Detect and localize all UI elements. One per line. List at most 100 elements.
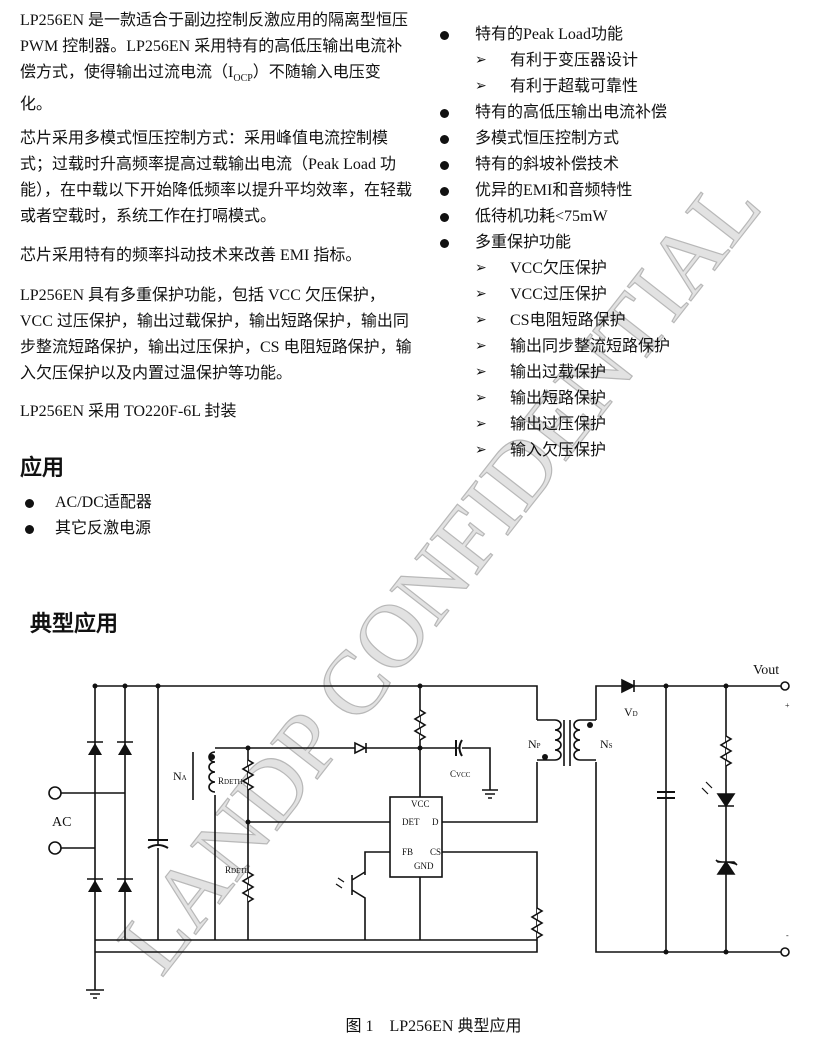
- feature-text: 输出短路保护: [510, 390, 607, 407]
- feature-item: 多模式恒压控制方式: [440, 126, 619, 152]
- feature-item: ➢ 输出同步整流短路保护: [475, 334, 670, 360]
- plus-label: +: [785, 701, 790, 710]
- typical-application-heading: 典型应用: [30, 612, 119, 637]
- arrow-bullet-icon: ➢: [475, 261, 487, 276]
- feature-text: 输出过载保护: [510, 364, 607, 381]
- feature-text: 特有的斜坡补偿技术: [475, 156, 620, 173]
- feature-item: ➢输出过压保护: [475, 412, 606, 438]
- feature-text: 低待机功耗<75mW: [475, 208, 608, 225]
- np-label: NP: [528, 737, 541, 751]
- bullet-icon: [440, 213, 449, 222]
- arrow-bullet-icon: ➢: [475, 391, 487, 406]
- feature-item: ➢VCC欠压保护: [475, 256, 607, 282]
- application-item: 其它反激电源: [25, 516, 151, 542]
- feature-text: 特有的高低压输出电流补偿: [475, 104, 668, 121]
- ac-terminal: [48, 841, 62, 855]
- text: ）不随输入电压变化。: [20, 64, 381, 114]
- minus-label: -: [786, 931, 789, 940]
- subscript: OCP: [233, 73, 253, 85]
- output-diode: [621, 678, 636, 694]
- feature-item: 优异的EMI和音频特性: [440, 178, 632, 204]
- opto-transistor: [351, 871, 366, 940]
- na-label: NA: [173, 769, 187, 783]
- bullet-icon: [440, 109, 449, 118]
- feature-item: 特有的斜坡补偿技术: [440, 152, 619, 178]
- wires: [55, 685, 784, 990]
- bridge-diodes: [88, 743, 132, 892]
- feature-item: 特有的高低压输出电流补偿: [440, 100, 667, 126]
- arrow-bullet-icon: ➢: [475, 53, 487, 68]
- feature-text: 多重保护功能: [475, 234, 572, 251]
- arrow-bullet-icon: ➢: [475, 287, 487, 302]
- description-paragraph-5: LP256EN 采用 TO220F-6L 封装: [20, 403, 237, 420]
- description-paragraph-4: LP256EN 具有多重保护功能，包括 VCC 欠压保护，VCC 过压保护，输出…: [20, 287, 412, 382]
- feature-item: ➢ CS电阻短路保护: [475, 308, 626, 334]
- feature-item: 低待机功耗<75mW: [440, 204, 608, 230]
- feature-item: ➢ VCC过压保护: [475, 282, 607, 308]
- zener-diode: [715, 859, 738, 875]
- description-paragraph-1: LP256EN 是一款适合于副边控制反激应用的隔离型恒压 PWM 控制器。LP2…: [20, 8, 412, 118]
- ac-terminal: [48, 786, 62, 800]
- bullet-icon: [440, 239, 449, 248]
- feature-text: 输入欠压保护: [510, 442, 607, 459]
- pin-gnd: GND: [414, 861, 434, 871]
- figure-caption: 图 1 LP256EN 典型应用: [345, 1018, 522, 1035]
- aux-diode: [354, 741, 367, 755]
- pin-vcc: VCC: [411, 799, 430, 809]
- pin-d: D: [432, 817, 439, 827]
- feature-text: 输出同步整流短路保护: [510, 338, 671, 355]
- item-text: 其它反激电源: [55, 520, 152, 537]
- controller-ic: [389, 796, 443, 878]
- item-text: AC/DC适配器: [55, 494, 152, 511]
- ns-label: NS: [600, 737, 613, 751]
- bulk-capacitor: [147, 839, 169, 849]
- output-capacitor: [657, 791, 675, 799]
- bullet-icon: [440, 135, 449, 144]
- bullet-icon: [25, 525, 34, 534]
- feature-text: 有利于超载可靠性: [510, 78, 639, 95]
- text: LP256EN 是一款适合于副边控制反激应用的隔离型恒压 PWM 控制器。LP2…: [20, 12, 409, 81]
- feature-text: 优异的EMI和音频特性: [475, 182, 633, 199]
- arrow-bullet-icon: ➢: [475, 339, 487, 354]
- bullet-icon: [440, 161, 449, 170]
- ac-label: AC: [52, 815, 71, 830]
- arrow-bullet-icon: ➢: [475, 79, 487, 94]
- description-paragraph-3: 芯片采用特有的频率抖动技术来改善 EMI 指标。: [20, 247, 362, 264]
- arrow-bullet-icon: ➢: [475, 313, 487, 328]
- applications-heading: 应用: [20, 456, 65, 481]
- arrow-bullet-icon: ➢: [475, 365, 487, 380]
- rdeth-label: RDETH: [218, 776, 243, 786]
- description-paragraph-2: 芯片采用多模式恒压控制方式：采用峰值电流控制模式；过载时升高频率提高过载输出电流…: [20, 130, 413, 225]
- transformer-core: [563, 720, 571, 766]
- feature-item: ➢ 输出短路保护: [475, 386, 606, 412]
- vd-label: VD: [624, 705, 638, 719]
- aux-winding: [192, 751, 216, 800]
- feature-text: 特有的Peak Load功能: [475, 26, 623, 43]
- feature-item: 多重保护功能: [440, 230, 571, 256]
- rdetl-label: RDETL: [225, 865, 249, 875]
- application-item: AC/DC适配器: [25, 490, 152, 516]
- feature-item: ➢ 有利于变压器设计: [475, 48, 638, 74]
- vout-minus-terminal: [780, 947, 790, 957]
- pin-fb: FB: [402, 847, 413, 857]
- feature-item: ➢ 有利于超载可靠性: [475, 74, 638, 100]
- bullet-icon: [440, 187, 449, 196]
- feature-item: ➢ 输出过载保护: [475, 360, 606, 386]
- pin-det: DET: [402, 817, 420, 827]
- feature-item: ➢输入欠压保护: [475, 438, 606, 464]
- feature-text: VCC过压保护: [510, 286, 607, 303]
- pin-cs: CS: [430, 847, 441, 857]
- feature-text: 有利于变压器设计: [510, 52, 639, 69]
- resistor: [241, 709, 733, 939]
- ground-icon: [86, 789, 498, 999]
- bullet-icon: [440, 31, 449, 40]
- cvcc-label: CVCC: [450, 769, 471, 779]
- opto-led: [716, 793, 736, 808]
- feature-text: CS电阻短路保护: [510, 312, 626, 329]
- secondary-winding: [573, 719, 596, 761]
- vout-plus-terminal: [780, 681, 790, 691]
- vcc-capacitor: [455, 739, 463, 757]
- primary-winding: [537, 719, 562, 761]
